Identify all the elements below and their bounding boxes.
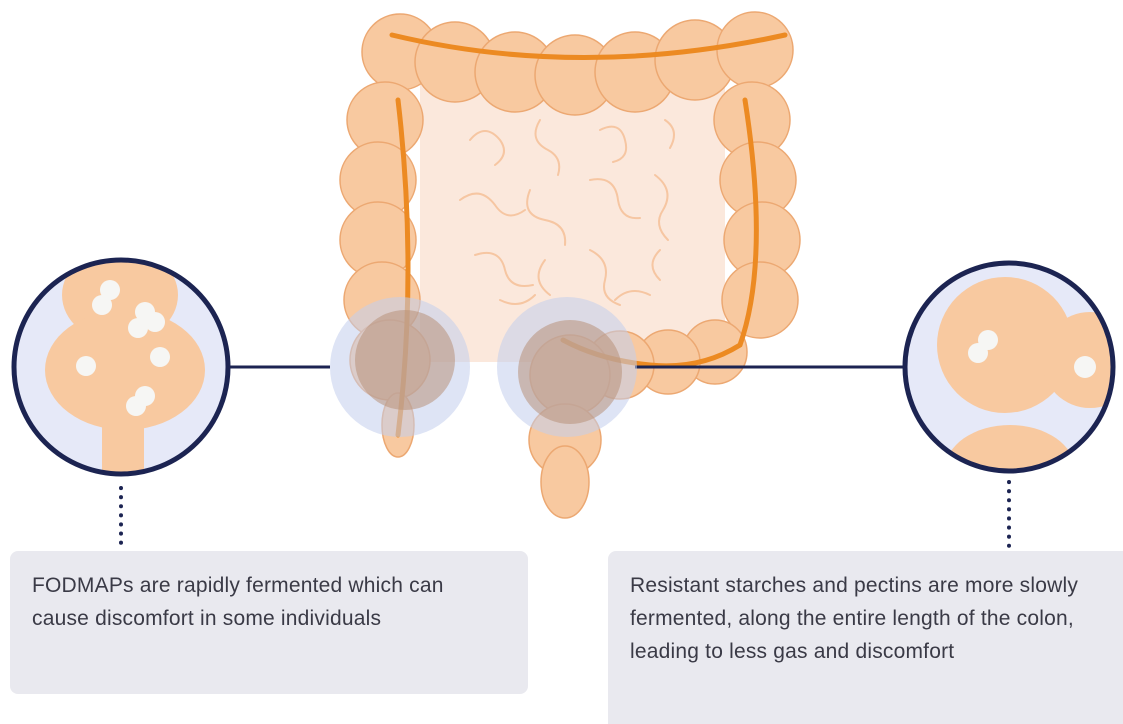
resistant-starch-caption: Resistant starches and pectins are more … [608, 551, 1123, 724]
fodmaps-zoom-circle [14, 247, 228, 480]
right-highlight [497, 297, 637, 437]
fodmaps-caption: FODMAPs are rapidly fermented which can … [10, 551, 528, 694]
resistant-starch-zoom-circle [905, 263, 1123, 515]
left-highlight [330, 297, 470, 437]
